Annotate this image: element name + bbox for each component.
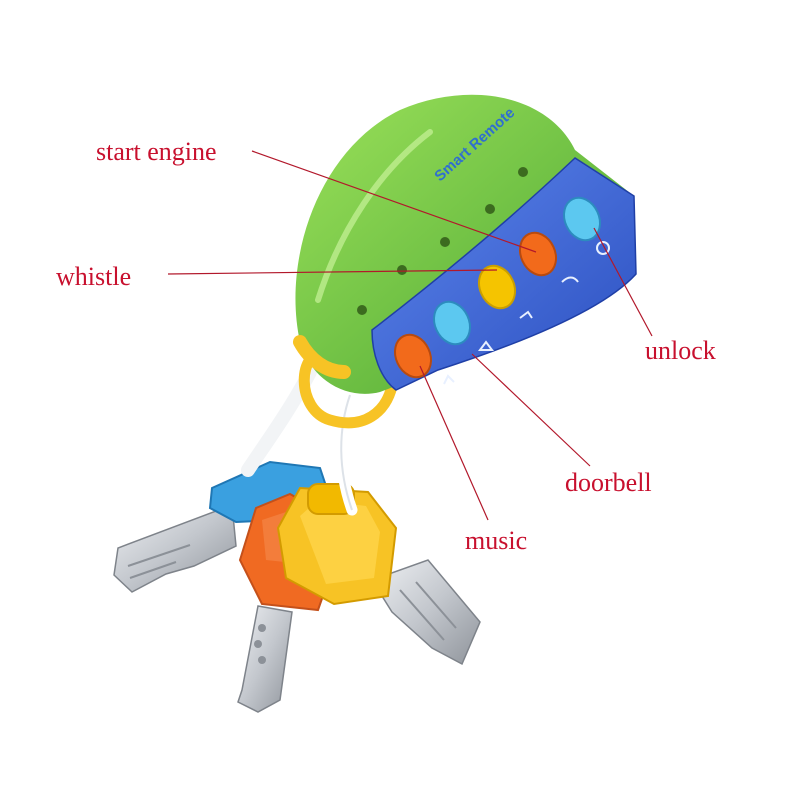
start-engine-button (519, 231, 557, 277)
remote-body: Smart Remote (293, 94, 637, 394)
key-blade-center (237, 605, 293, 713)
music-button (394, 333, 432, 379)
key-blade-right (370, 559, 481, 666)
white-ring-edge (340, 394, 353, 511)
leader-music (419, 365, 489, 521)
callout-whistle: whistle (56, 262, 132, 291)
leader-doorbell (471, 353, 591, 467)
button-symbols (443, 241, 610, 385)
leader-lines (167, 150, 653, 521)
yellow-key-head (276, 483, 398, 606)
unlock-button (563, 196, 601, 242)
leader-unlock (593, 227, 653, 337)
key-blade-left (113, 503, 237, 593)
whistle-button (478, 264, 516, 310)
leader-start-engine (251, 150, 537, 253)
callout-music: music (465, 526, 528, 555)
callout-unlock: unlock (645, 336, 716, 365)
leader-whistle (167, 269, 498, 275)
callout-doorbell: doorbell (565, 468, 652, 497)
callout-start-engine: start engine (96, 137, 217, 166)
doorbell-button (433, 300, 471, 346)
